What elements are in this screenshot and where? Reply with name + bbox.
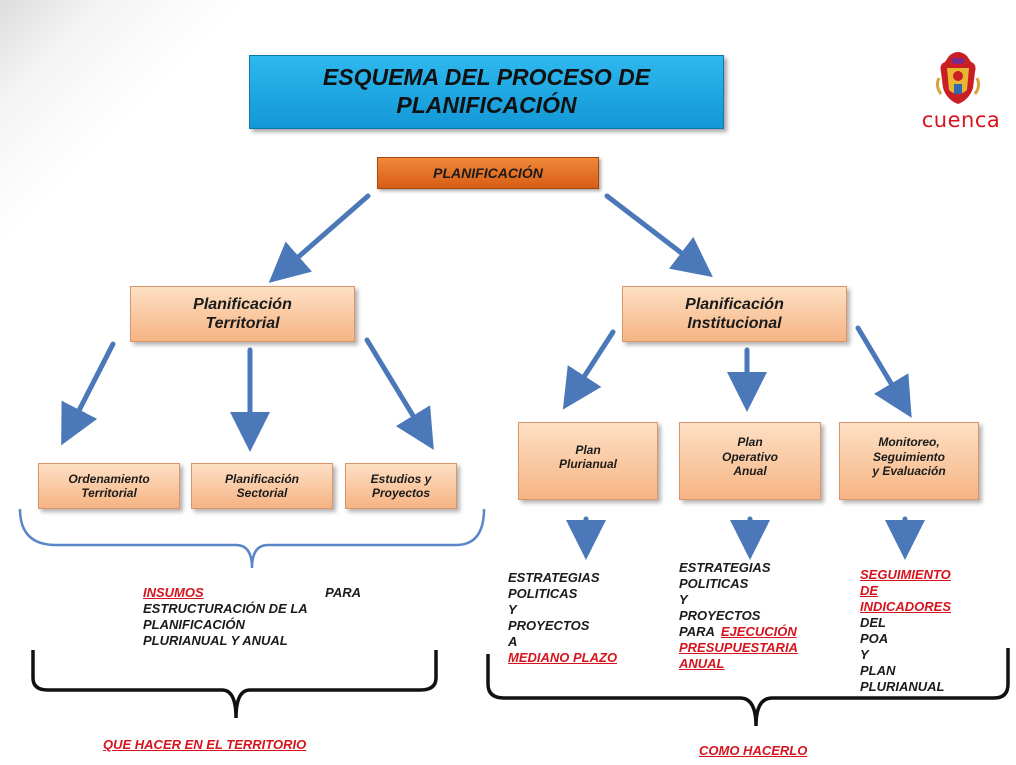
col-a-line1: ESTRATEGIAS <box>508 570 600 585</box>
node-planificacion-institucional: Planificación Institucional <box>622 286 847 342</box>
logo-wordmark: cuenca <box>921 108 1001 132</box>
col-a-line2a: POLITICAS <box>508 586 578 601</box>
col-c-highlight1: SEGUIMIENTO <box>860 567 951 582</box>
col-c-line4b: POA <box>860 631 889 646</box>
node-ordenamiento-territorial: Ordenamiento Territorial <box>38 463 180 509</box>
arrow-territorial-ordenamiento <box>61 341 116 446</box>
col-b-highlight3: ANUAL <box>679 656 725 671</box>
insumos-line3: PLANIFICACIÓN <box>143 617 245 632</box>
col-c-line4c: Y <box>860 647 869 662</box>
insumos-line4: PLURIANUAL Y ANUAL <box>143 633 288 648</box>
arrow-territorial-estudios <box>364 337 434 450</box>
plurianual-description: ESTRATEGIAS POLITICAS Y PROYECTOS A MEDI… <box>508 570 653 666</box>
node-plan-plurianual: Plan Plurianual <box>518 422 658 500</box>
col-c-line4a: DEL <box>860 615 886 630</box>
arrow-root-institucional <box>604 193 713 278</box>
insumos-text: INSUMOS PARA ESTRUCTURACIÓN DE LA PLANIF… <box>143 585 361 649</box>
node-monitoreo-evaluacion: Monitoreo, Seguimiento y Evaluación <box>839 422 979 500</box>
col-b-line1: ESTRATEGIAS <box>679 560 771 575</box>
insumos-keyword: INSUMOS <box>143 585 204 600</box>
root-node-planificacion: PLANIFICACIÓN <box>377 157 599 189</box>
col-b-highlight2: PRESUPUESTARIA <box>679 640 798 655</box>
arrow-root-territorial <box>268 193 371 283</box>
col-b-line2a: POLITICAS <box>679 576 749 591</box>
brace-left-black <box>31 650 438 719</box>
operativo-description: ESTRATEGIAS POLITICAS Y PROYECTOS PARA E… <box>679 560 831 672</box>
brace-left-blue <box>18 508 486 569</box>
col-c-line6: PLURIANUAL <box>860 679 945 694</box>
node-planificacion-territorial: Planificación Territorial <box>130 286 355 342</box>
col-a-line2b: Y <box>508 602 517 617</box>
cuenca-logo: cuenca <box>916 48 1006 144</box>
node-estudios-proyectos: Estudios y Proyectos <box>345 463 457 509</box>
col-a-line3a: PROYECTOS <box>508 618 590 633</box>
col-b-line2b: Y <box>679 592 688 607</box>
col-b-line4: PARA <box>679 624 715 639</box>
footer-que-hacer: QUE HACER EN EL TERRITORIO <box>103 737 307 752</box>
col-c-line5: PLAN <box>860 663 896 678</box>
diagram-title: ESQUEMA DEL PROCESO DE PLANIFICACIÓN <box>249 55 724 129</box>
col-b-highlight1: EJECUCIÓN <box>720 624 797 639</box>
col-b-line3: PROYECTOS <box>679 608 761 623</box>
arrow-institucional-monitoreo <box>855 325 912 418</box>
node-plan-operativo-anual: Plan Operativo Anual <box>679 422 821 500</box>
col-c-highlight2: DE <box>860 583 879 598</box>
node-planificacion-sectorial: Planificación Sectorial <box>191 463 333 509</box>
col-a-highlight: MEDIANO PLAZO <box>508 650 618 665</box>
coat-of-arms-icon <box>935 52 981 104</box>
col-c-highlight3: INDICADORES <box>860 599 952 614</box>
insumos-para: PARA <box>325 585 361 600</box>
col-a-line3b: A <box>508 634 518 649</box>
insumos-line2: ESTRUCTURACIÓN DE LA <box>143 601 308 616</box>
footer-como-hacerlo: COMO HACERLO <box>699 743 808 758</box>
monitoreo-description: SEGUIMIENTO DE INDICADORES DEL POA Y PLA… <box>860 567 984 695</box>
brace-right-black <box>486 648 1010 727</box>
arrow-institucional-plurianual <box>562 329 616 410</box>
